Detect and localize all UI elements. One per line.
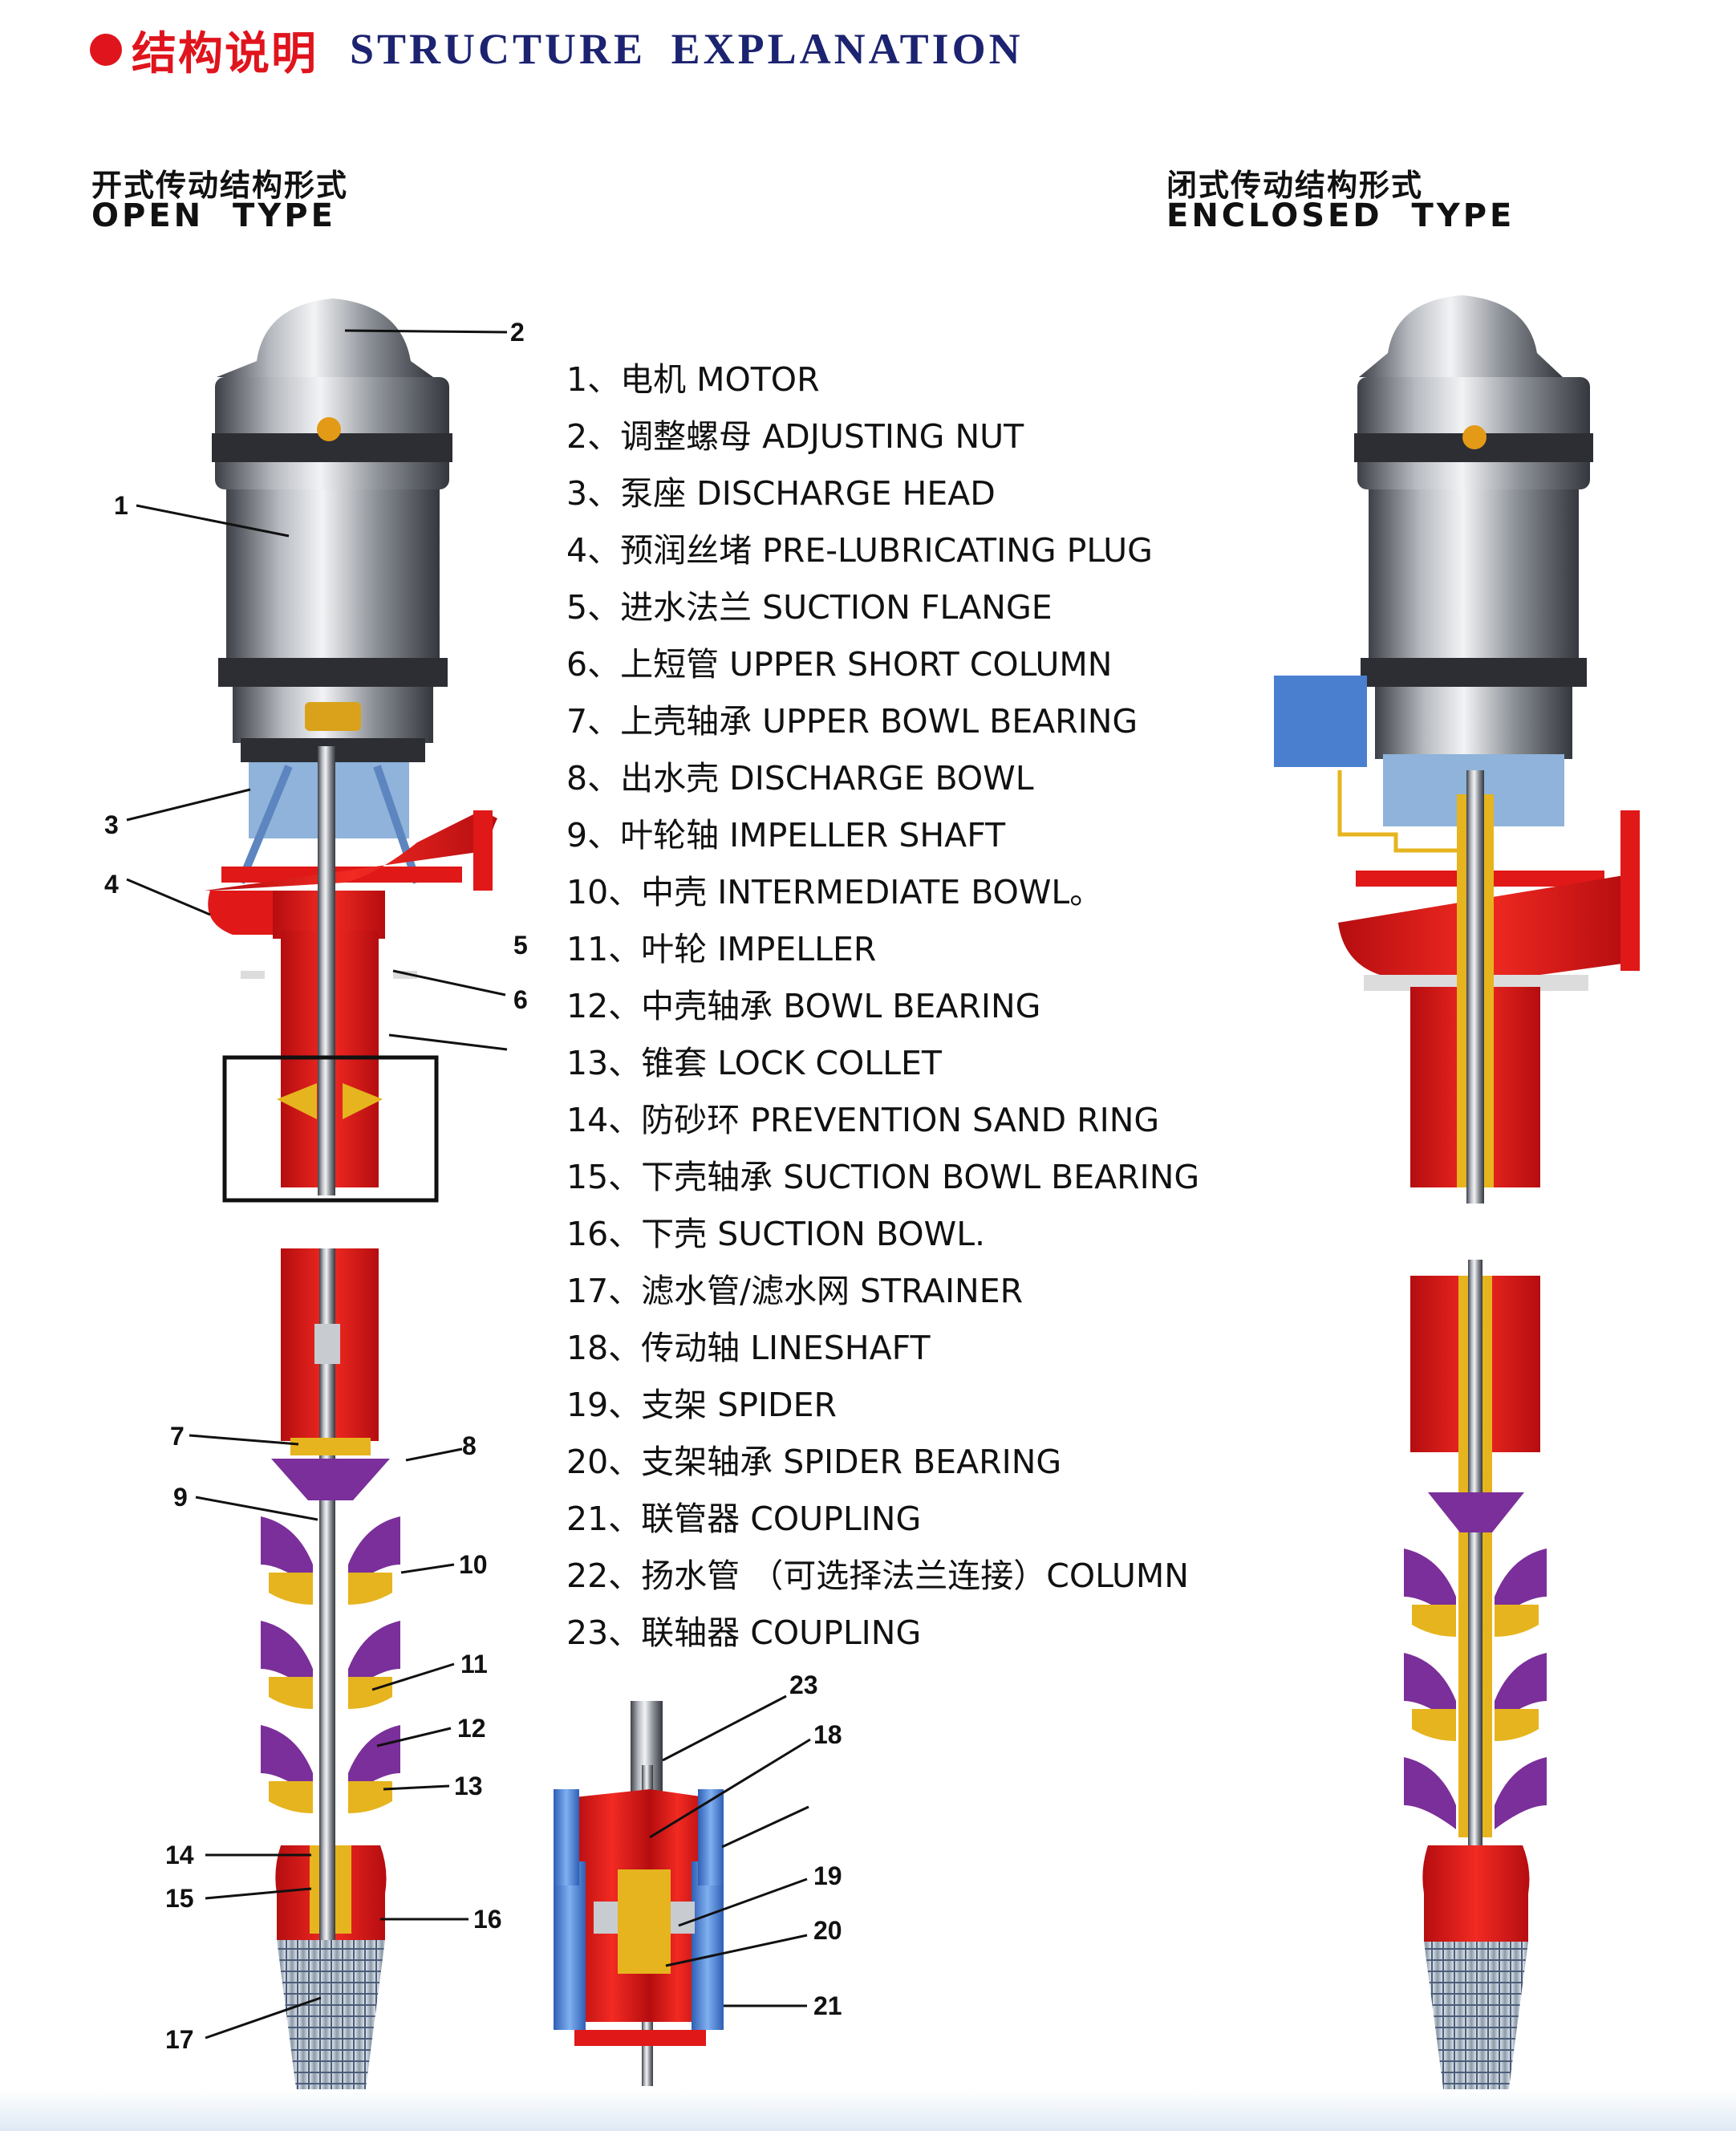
enclosed-type-label-cn: 闭式传动结构形式: [1166, 168, 1424, 203]
callout-5: 5: [513, 931, 528, 960]
callout-1: 1: [114, 491, 128, 520]
bottom-gradient-bar: [0, 2089, 1736, 2131]
enclosed-type-lubricator: [1274, 676, 1460, 853]
open-type-motor: [212, 298, 452, 762]
enclosed-type-motor: [1354, 295, 1593, 826]
open-type-strainer: [277, 1940, 385, 2094]
legend-item: 2、调整螺母 ADJUSTING NUT: [566, 417, 1024, 456]
legend-item: 10、中壳 INTERMEDIATE BOWL。: [566, 873, 1103, 911]
callout-23: 23: [789, 1670, 818, 1699]
legend-item: 15、下壳轴承 SUCTION BOWL BEARING: [566, 1158, 1200, 1196]
legend-item: 9、叶轮轴 IMPELLER SHAFT: [566, 816, 1006, 854]
header-title-cn: 结构说明: [132, 27, 318, 80]
callout-15: 15: [165, 1884, 194, 1913]
legend-item: 3、泵座 DISCHARGE HEAD: [566, 474, 996, 513]
enclosed-type-label-en: ENCLOSED TYPE: [1166, 197, 1515, 234]
enclosed-type-column-lower: [1404, 1260, 1547, 2094]
legend-item: 20、支架轴承 SPIDER BEARING: [566, 1443, 1062, 1481]
callout-6: 6: [513, 985, 528, 1014]
enclosed-type-discharge-head: [1338, 770, 1640, 1204]
legend-item: 18、传动轴 LINESHAFT: [566, 1329, 931, 1367]
callout-16: 16: [473, 1905, 502, 1934]
legend-item: 17、滤水管/滤水网 STRAINER: [566, 1272, 1024, 1310]
coupling-detail-inset: [554, 1701, 724, 2086]
callout-11: 11: [460, 1650, 488, 1678]
callout-3: 3: [104, 810, 119, 839]
callout-9: 9: [173, 1483, 188, 1512]
header-title-en: STRUCTURE EXPLANATION: [350, 25, 1024, 73]
callout-18: 18: [813, 1720, 842, 1749]
legend-item: 21、联管器 COUPLING: [566, 1500, 922, 1538]
legend-item: 5、进水法兰 SUCTION FLANGE: [566, 588, 1053, 627]
legend-item: 23、联轴器 COUPLING: [566, 1613, 922, 1652]
callout-7: 7: [170, 1422, 185, 1451]
callout-8: 8: [462, 1431, 477, 1460]
legend-item: 11、叶轮 IMPELLER: [566, 930, 877, 968]
legend-item: 7、上壳轴承 UPPER BOWL BEARING: [566, 702, 1138, 741]
open-type-discharge-head: [205, 762, 497, 939]
callout-13: 13: [454, 1772, 483, 1800]
open-type-label-cn: 开式传动结构形式: [91, 168, 349, 203]
open-type-label-en: OPEN TYPE: [91, 197, 336, 234]
legend-item: 14、防砂环 PREVENTION SAND RING: [566, 1101, 1160, 1139]
legend-item: 1、电机 MOTOR: [566, 360, 820, 399]
callout-19: 19: [813, 1861, 842, 1890]
open-type-column-upper: [222, 746, 439, 1203]
parts-legend: 1、电机 MOTOR 2、调整螺母 ADJUSTING NUT 3、泵座 DIS…: [566, 351, 1272, 1662]
callout-12: 12: [457, 1714, 486, 1743]
legend-item: 4、预润丝堵 PRE-LUBRICATING PLUG: [566, 531, 1153, 570]
callout-20: 20: [813, 1916, 842, 1945]
callout-14: 14: [165, 1841, 194, 1869]
callout-4: 4: [104, 870, 119, 899]
legend-item: 13、锥套 LOCK COLLET: [566, 1044, 942, 1082]
leader-lines: [126, 329, 811, 2040]
legend-item: 16、下壳 SUCTION BOWL.: [566, 1215, 986, 1253]
callout-2: 2: [510, 318, 525, 347]
callout-17: 17: [165, 2025, 194, 2054]
legend-item: 6、上短管 UPPER SHORT COLUMN: [566, 645, 1113, 684]
legend-item: 19、支架 SPIDER: [566, 1386, 838, 1424]
legend-item: 8、出水壳 DISCHARGE BOWL: [566, 759, 1034, 798]
open-type-bowl-assembly: [261, 1459, 400, 1950]
callout-10: 10: [459, 1550, 488, 1579]
header-bullet-dot: [90, 34, 122, 66]
legend-item: 12、中壳轴承 BOWL BEARING: [566, 987, 1041, 1025]
callout-21: 21: [813, 1991, 842, 2020]
open-type-column-lower: [281, 1248, 379, 1971]
legend-item: 22、扬水管 （可选择法兰连接）COLUMN: [566, 1557, 1189, 1595]
